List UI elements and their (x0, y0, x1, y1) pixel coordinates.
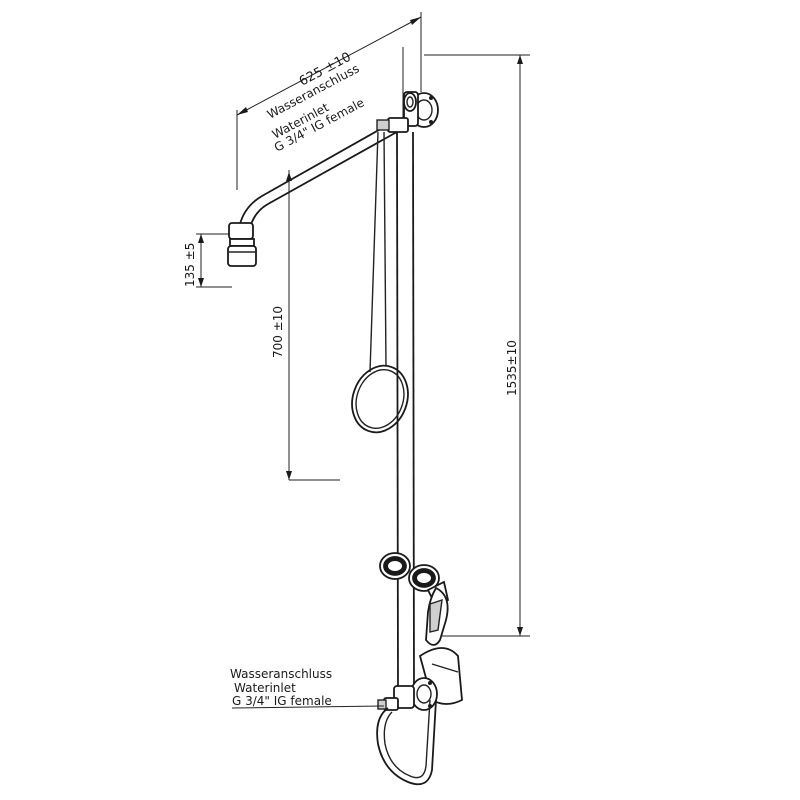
dimension-135-label: 135 ±5 (183, 243, 197, 287)
drain-hose (376, 699, 437, 786)
top-wall-bracket (376, 91, 439, 133)
bottom-inlet-label: Wasseranschluss Waterinlet G 3/4" IG fem… (230, 667, 385, 709)
bottom-inlet-line1: Wasseranschluss (230, 667, 332, 681)
bottom-inlet-line2: Waterinlet (234, 681, 296, 695)
bottom-wall-bracket (377, 677, 438, 711)
bottom-inlet-line3: G 3/4" IG female (232, 694, 332, 708)
dimension-1535-label: 1535±10 (505, 340, 519, 396)
dimension-625: 625 ±10 (236, 12, 422, 190)
dimension-135: 135 ±5 (183, 233, 242, 288)
dimension-700: 700 ±10 (271, 172, 340, 481)
shower-arm (239, 117, 405, 229)
pull-ring (351, 364, 409, 434)
dimension-700-label: 700 ±10 (271, 306, 285, 358)
main-pipe (396, 131, 415, 689)
dimension-1535: 1535±10 (424, 54, 530, 637)
shower-head (227, 222, 257, 267)
pull-rod (369, 131, 387, 373)
